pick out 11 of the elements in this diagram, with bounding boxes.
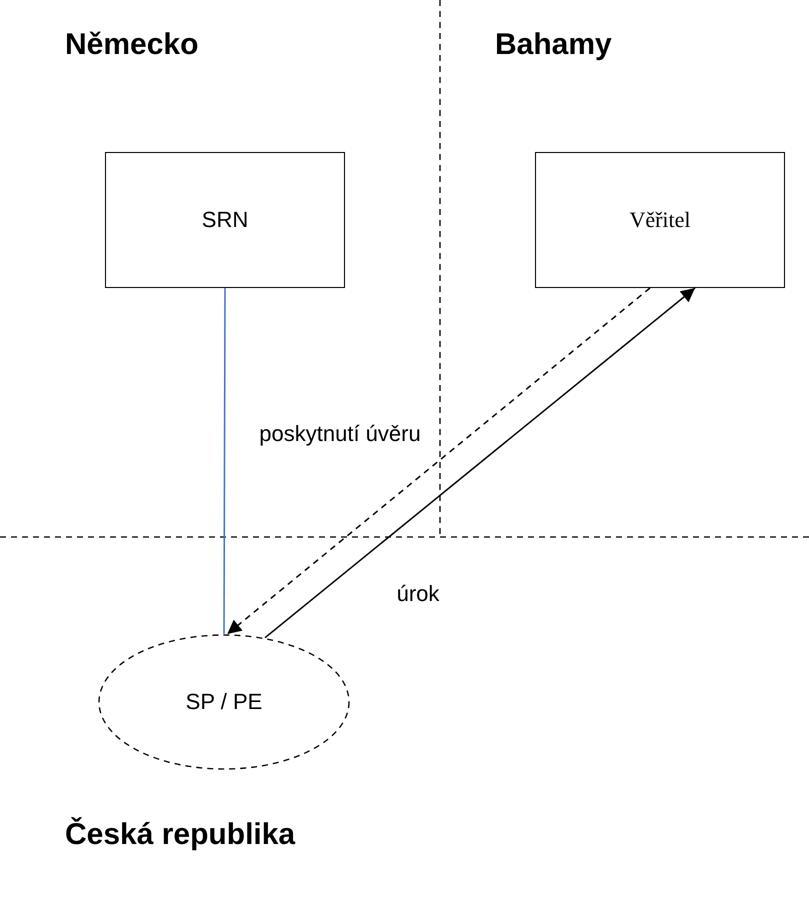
region-heading: Česká republika bbox=[65, 818, 296, 852]
arrow bbox=[226, 287, 650, 635]
arrow bbox=[264, 287, 696, 638]
node-label: Věřitel bbox=[629, 207, 691, 233]
entity-box bbox=[105, 152, 345, 288]
region-heading: Bahamy bbox=[495, 28, 612, 62]
dashed-ellipse bbox=[98, 634, 350, 770]
entity-box bbox=[535, 152, 785, 288]
node-label: SRN bbox=[202, 207, 248, 233]
node-label: SP / PE bbox=[186, 689, 262, 715]
region-heading: Německo bbox=[65, 28, 198, 62]
